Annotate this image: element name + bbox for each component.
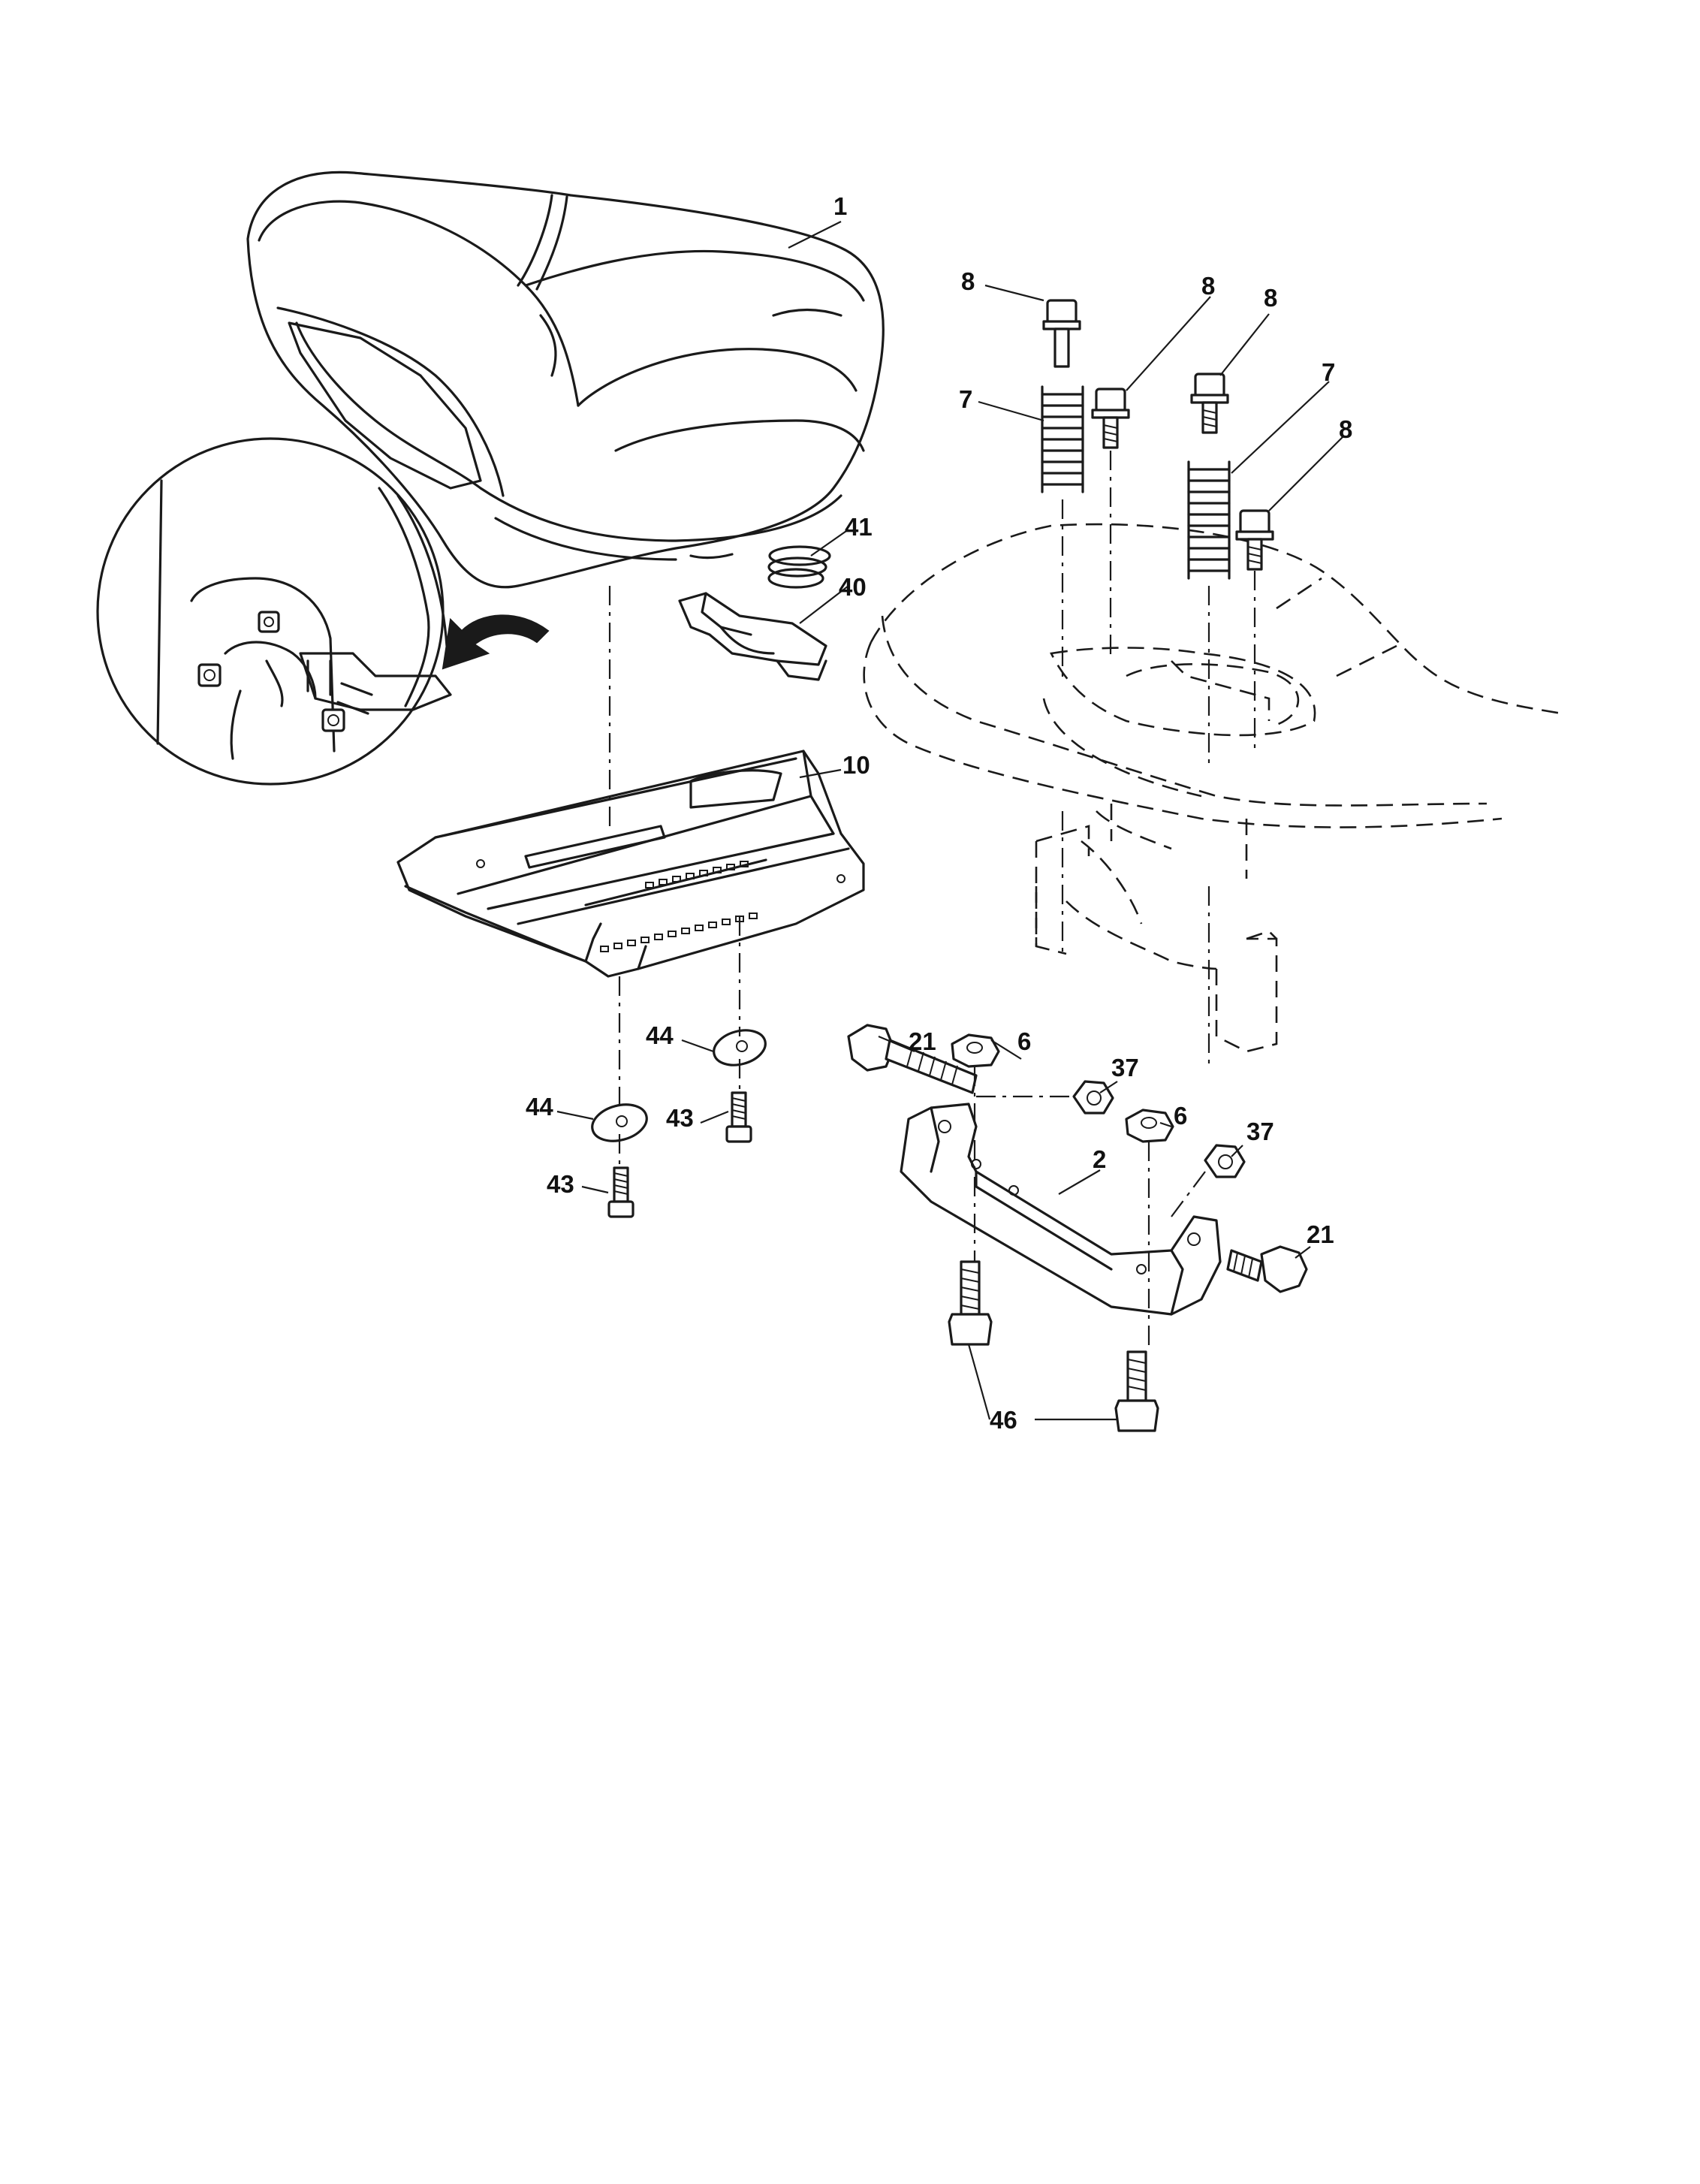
callout-7-b: 7 — [1322, 358, 1335, 386]
nut-6-left — [951, 1033, 1000, 1068]
callout-37-b: 37 — [1246, 1118, 1274, 1145]
callout-6-b: 6 — [1174, 1102, 1187, 1130]
callout-40: 40 — [839, 573, 867, 601]
callout-8-d: 8 — [1339, 415, 1352, 443]
bolt-8-c — [1190, 373, 1229, 434]
nut-37-left — [1072, 1080, 1114, 1115]
callout-7-a: 7 — [959, 385, 972, 413]
bolt-8-d — [1235, 509, 1274, 571]
seat-bracket-2 — [900, 1103, 1222, 1316]
tractor-frame-phantom — [863, 523, 1563, 1053]
callout-2: 2 — [1093, 1145, 1106, 1173]
washer-44-lower — [591, 1103, 648, 1142]
screw-43-upper — [725, 1091, 752, 1143]
compression-spring-41 — [767, 545, 831, 589]
callout-43-a: 43 — [666, 1104, 694, 1132]
detail-magnified-view — [96, 437, 550, 786]
bolt-46-right — [1114, 1350, 1159, 1432]
curved-arrow-icon — [442, 614, 550, 670]
alignment-lines — [608, 451, 1256, 1352]
callout-labels: 1 8 8 8 7 7 8 41 40 10 44 44 43 43 21 6 … — [526, 192, 1352, 1434]
callout-8-a: 8 — [961, 267, 975, 295]
seat-latch-40 — [678, 592, 827, 681]
callout-8-c: 8 — [1264, 284, 1277, 312]
spring-7-right — [1187, 460, 1231, 580]
leader-lines — [556, 221, 1345, 1421]
callout-21-b: 21 — [1307, 1220, 1334, 1248]
callout-37-a: 37 — [1111, 1054, 1139, 1081]
bolt-46-left — [948, 1260, 993, 1346]
callout-6-a: 6 — [1017, 1027, 1031, 1055]
callout-21-a: 21 — [909, 1027, 936, 1055]
callout-41: 41 — [845, 513, 873, 541]
bolt-21-right — [1226, 1245, 1308, 1293]
spring-7-left — [1041, 385, 1084, 493]
callout-10: 10 — [842, 751, 870, 779]
seat-pan-adjustment-slots — [600, 861, 758, 952]
seat-pan-10 — [396, 750, 865, 978]
callout-43-b: 43 — [547, 1170, 574, 1198]
bolt-8-a — [1042, 299, 1081, 368]
callout-44-b: 44 — [526, 1093, 553, 1121]
seat — [246, 170, 885, 589]
screw-43-lower — [607, 1166, 634, 1218]
bolt-21-left — [847, 1024, 978, 1094]
callout-1: 1 — [833, 192, 847, 220]
bolt-8-b — [1091, 388, 1130, 449]
callout-44-a: 44 — [646, 1021, 674, 1049]
callout-8-b: 8 — [1201, 272, 1215, 300]
washer-44-upper — [713, 1029, 767, 1066]
nut-6-right — [1125, 1109, 1174, 1143]
callout-46: 46 — [990, 1406, 1017, 1434]
